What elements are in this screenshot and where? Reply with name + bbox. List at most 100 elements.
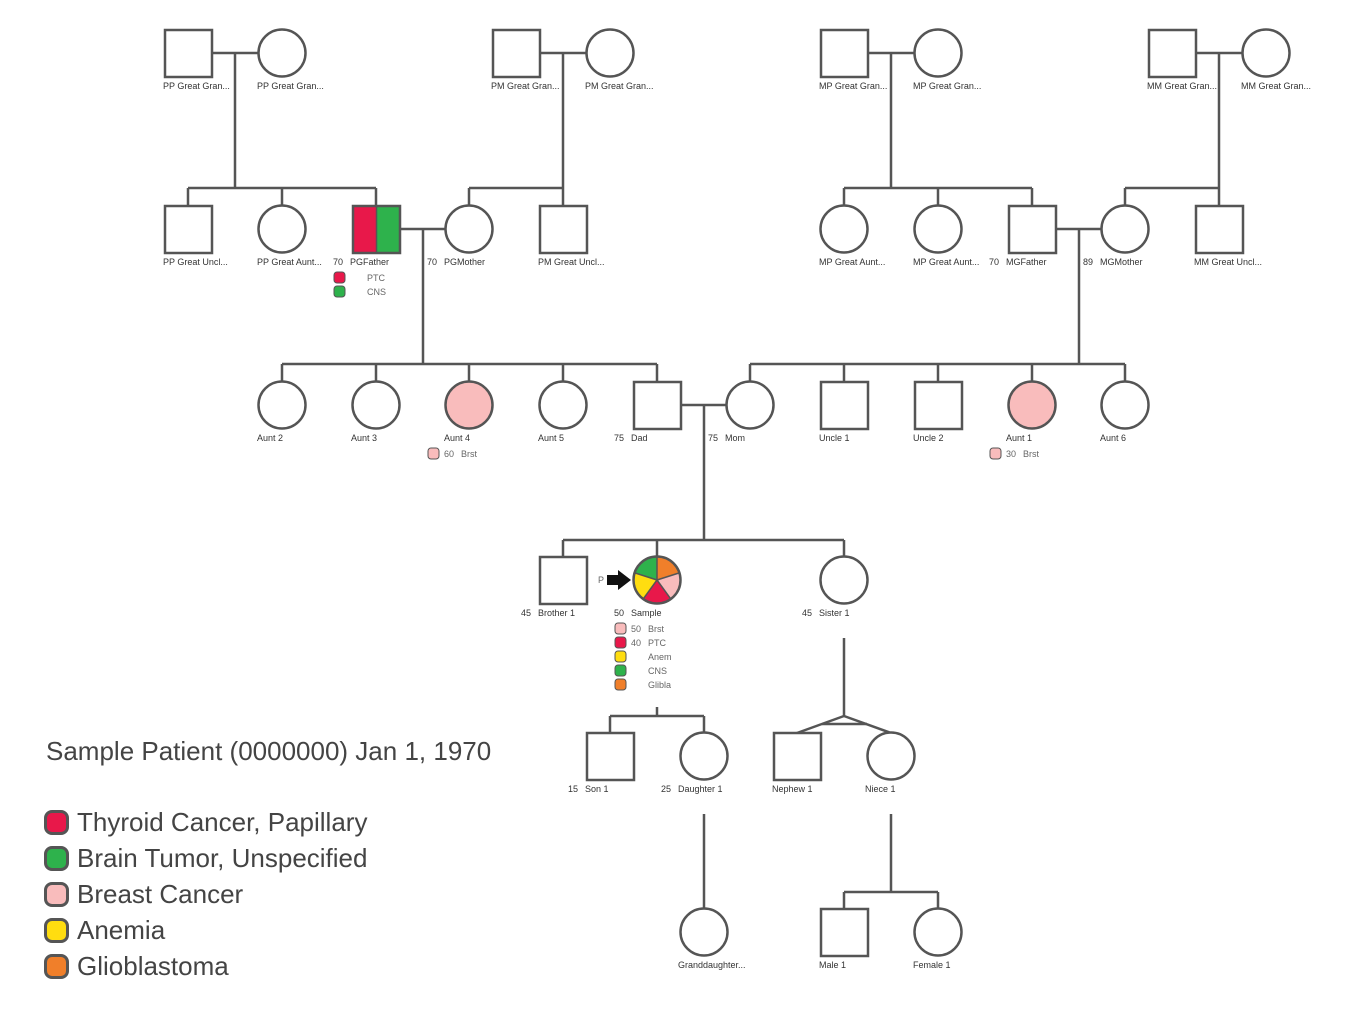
proband-marker: P xyxy=(598,575,604,585)
person-ppaunt[interactable]: PP Great Aunt... xyxy=(257,204,322,268)
person-pgfather[interactable]: 70 PGFather PTC CNS xyxy=(333,204,402,298)
female-symbol[interactable] xyxy=(866,731,916,781)
condition-swatch-brst xyxy=(614,622,627,635)
person-mgmother[interactable]: 89 MGMother xyxy=(1083,204,1150,268)
person-nephew1[interactable]: Nephew 1 xyxy=(772,731,823,794)
person-male1[interactable]: Male 1 xyxy=(819,907,870,970)
male-symbol[interactable] xyxy=(772,731,823,782)
person-mmgf[interactable]: MM Great Gran... xyxy=(1147,28,1217,91)
person-aunt4[interactable]: Aunt 4 60 Brst xyxy=(427,380,494,460)
person-aunt5[interactable]: Aunt 5 xyxy=(538,380,588,444)
female-symbol[interactable] xyxy=(257,204,307,254)
person-name: PGMother xyxy=(444,257,485,267)
female-symbol[interactable] xyxy=(819,204,869,254)
male-symbol[interactable] xyxy=(1194,204,1245,255)
female-symbol[interactable] xyxy=(351,380,401,430)
female-symbol[interactable] xyxy=(913,907,963,957)
legend-item-glioblastoma: Glioblastoma xyxy=(44,948,367,984)
person-aunt3[interactable]: Aunt 3 xyxy=(351,380,401,444)
female-symbol[interactable] xyxy=(819,555,869,605)
person-name: MP Great Aunt... xyxy=(913,257,979,267)
person-female1[interactable]: Female 1 xyxy=(913,907,963,971)
legend-label: Thyroid Cancer, Papillary xyxy=(77,806,368,837)
person-brother1[interactable]: 45 Brother 1 xyxy=(521,555,589,618)
female-symbol[interactable] xyxy=(913,204,963,254)
condition-age: 30 xyxy=(1006,449,1016,459)
person-name: MM Great Gran... xyxy=(1147,81,1217,91)
person-pmgf[interactable]: PM Great Gran... xyxy=(491,28,560,91)
person-name: Sister 1 xyxy=(819,608,850,618)
person-ppgm[interactable]: PP Great Gran... xyxy=(257,28,324,92)
person-mpaunt1[interactable]: MP Great Aunt... xyxy=(819,204,885,268)
person-aunt2[interactable]: Aunt 2 xyxy=(257,380,307,444)
person-ppuncl[interactable]: PP Great Uncl... xyxy=(163,204,228,267)
person-mpgm[interactable]: MP Great Gran... xyxy=(913,28,981,92)
person-pmuncl[interactable]: PM Great Uncl... xyxy=(538,204,605,267)
person-name: Male 1 xyxy=(819,960,846,970)
female-symbol[interactable] xyxy=(913,28,963,78)
person-age: 70 xyxy=(427,257,437,267)
female-symbol[interactable] xyxy=(1100,204,1150,254)
female-symbol[interactable] xyxy=(538,380,588,430)
person-name: Aunt 4 xyxy=(444,433,470,443)
female-symbol[interactable] xyxy=(725,380,775,430)
legend-swatch xyxy=(44,845,69,871)
person-mom[interactable]: 75 Mom xyxy=(708,380,775,444)
female-symbol[interactable] xyxy=(679,907,729,957)
legend-swatch xyxy=(44,953,69,979)
male-symbol[interactable] xyxy=(163,28,214,79)
person-dad[interactable]: 75 Dad xyxy=(614,380,683,443)
person-name: MM Great Uncl... xyxy=(1194,257,1262,267)
female-symbol[interactable] xyxy=(632,555,682,605)
condition-code: CNS xyxy=(648,666,667,676)
person-son1[interactable]: 15 Son 1 xyxy=(568,731,636,794)
person-name: PM Great Uncl... xyxy=(538,257,605,267)
female-symbol[interactable] xyxy=(585,28,635,78)
person-daughter1[interactable]: 25 Daughter 1 xyxy=(661,731,729,795)
person-uncle1[interactable]: Uncle 1 xyxy=(819,380,870,443)
person-mgfather[interactable]: 70 MGFather xyxy=(989,204,1058,267)
person-granddaughter[interactable]: Granddaughter... xyxy=(678,907,746,971)
condition-code: PTC xyxy=(648,638,667,648)
male-symbol[interactable] xyxy=(819,907,870,958)
female-symbol[interactable] xyxy=(1100,380,1150,430)
male-symbol[interactable] xyxy=(819,28,870,79)
person-pgmother[interactable]: 70 PGMother xyxy=(427,204,494,268)
person-niece1[interactable]: Niece 1 xyxy=(865,731,916,795)
person-mmgm[interactable]: MM Great Gran... xyxy=(1241,28,1311,92)
female-symbol[interactable] xyxy=(679,731,729,781)
male-symbol[interactable] xyxy=(538,204,589,255)
male-symbol[interactable] xyxy=(163,204,214,255)
person-sample[interactable]: P 50 Sample 50 Brst 40 PTC Anem CNS Glib… xyxy=(598,555,682,691)
person-mpgf[interactable]: MP Great Gran... xyxy=(819,28,887,91)
legend-swatch xyxy=(44,917,69,943)
person-aunt1[interactable]: Aunt 1 30 Brst xyxy=(989,380,1057,460)
person-sister1[interactable]: 45 Sister 1 xyxy=(802,555,869,619)
male-symbol[interactable] xyxy=(1147,28,1198,79)
male-symbol[interactable] xyxy=(1007,204,1058,255)
female-symbol[interactable] xyxy=(444,380,494,430)
female-symbol[interactable] xyxy=(257,28,307,78)
male-symbol[interactable] xyxy=(585,731,636,782)
male-symbol[interactable] xyxy=(819,380,870,431)
person-age: 70 xyxy=(333,257,343,267)
person-aunt6[interactable]: Aunt 6 xyxy=(1100,380,1150,444)
person-age: 75 xyxy=(708,433,718,443)
person-pmgm[interactable]: PM Great Gran... xyxy=(585,28,654,92)
female-symbol[interactable] xyxy=(1241,28,1291,78)
legend-item-brain: Brain Tumor, Unspecified xyxy=(44,840,367,876)
male-symbol[interactable] xyxy=(632,380,683,431)
person-age: 75 xyxy=(614,433,624,443)
male-symbol[interactable] xyxy=(538,555,589,606)
person-mmuncl[interactable]: MM Great Uncl... xyxy=(1194,204,1262,267)
female-symbol[interactable] xyxy=(1007,380,1057,430)
legend-item-anemia: Anemia xyxy=(44,912,367,948)
female-symbol[interactable] xyxy=(257,380,307,430)
male-symbol[interactable] xyxy=(913,380,964,431)
person-mpaunt2[interactable]: MP Great Aunt... xyxy=(913,204,979,268)
person-ppgf[interactable]: PP Great Gran... xyxy=(163,28,230,91)
female-symbol[interactable] xyxy=(444,204,494,254)
person-uncle2[interactable]: Uncle 2 xyxy=(913,380,964,443)
condition-age: 50 xyxy=(631,624,641,634)
male-symbol[interactable] xyxy=(491,28,542,79)
